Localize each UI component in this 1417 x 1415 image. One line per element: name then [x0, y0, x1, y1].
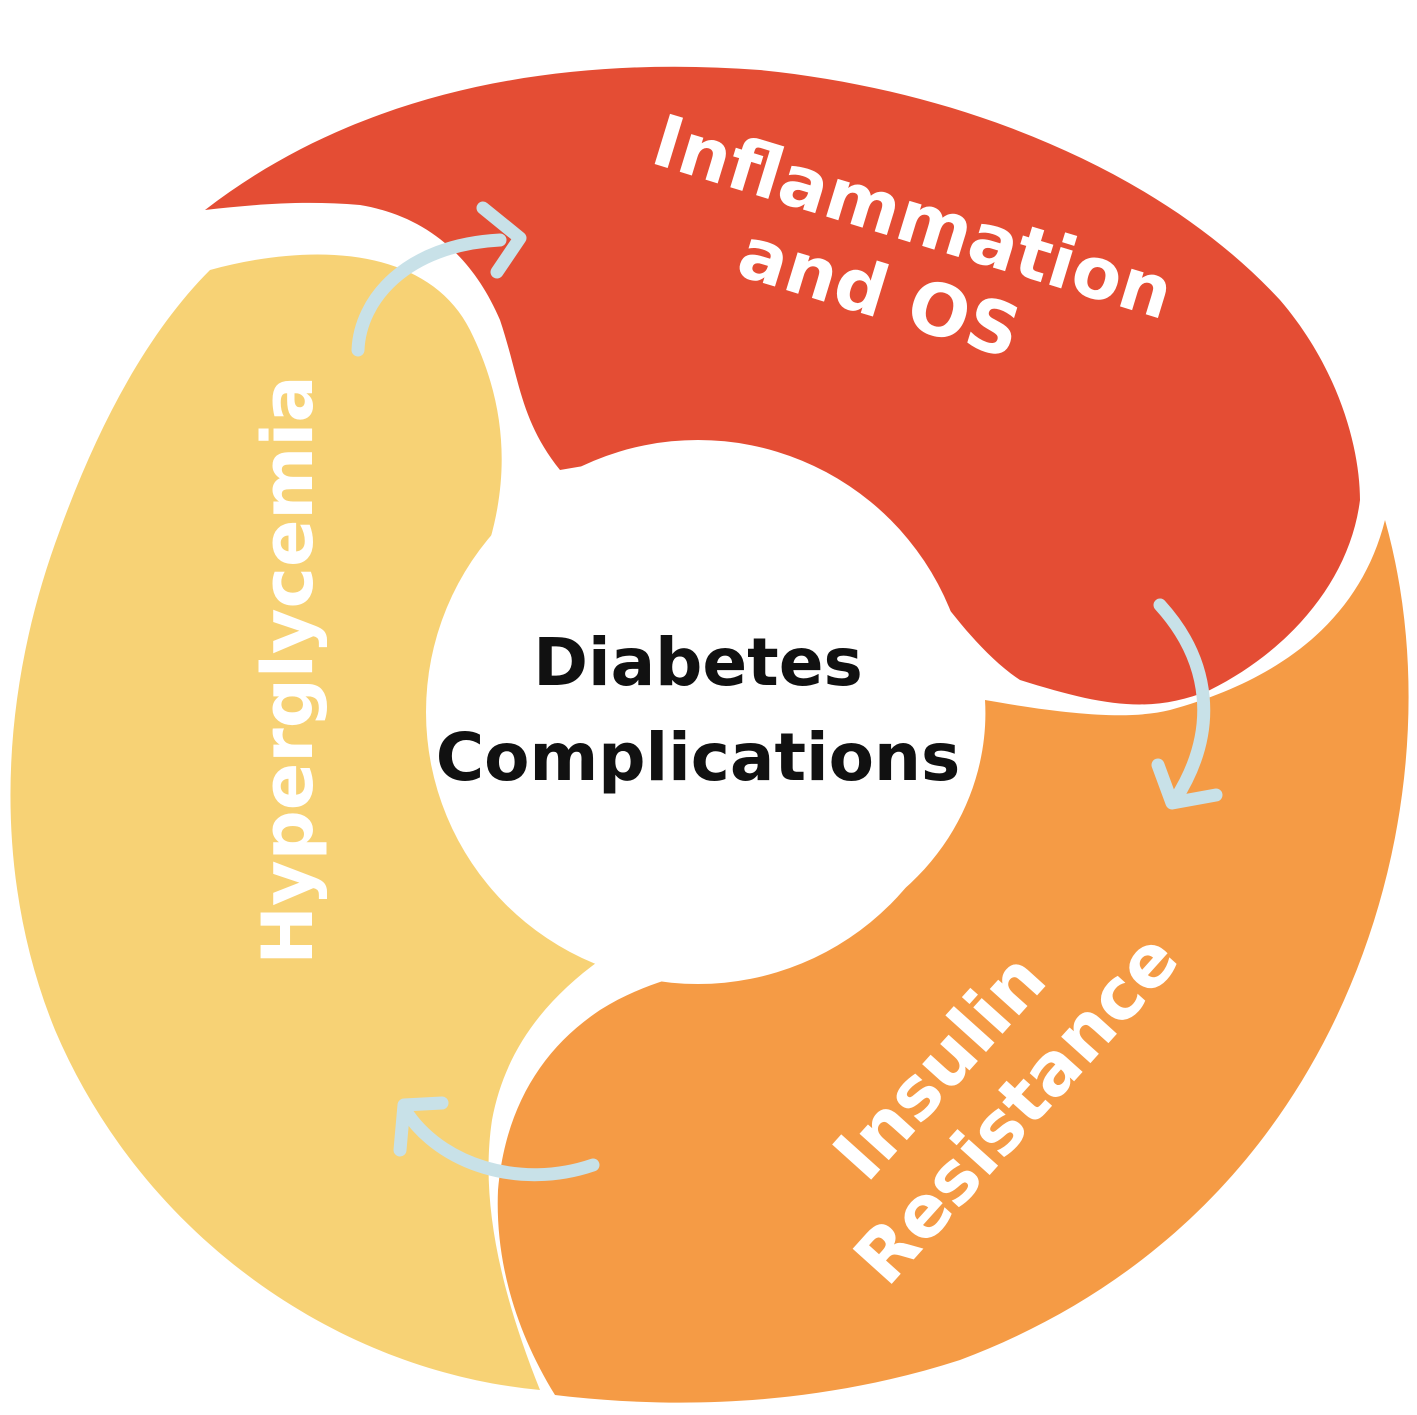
hyperglycemia-label: Hyperglycemia — [247, 375, 329, 964]
center-title-line1: Diabetes — [533, 624, 863, 701]
arrow-hyperglycemia-to-inflammation-icon — [351, 201, 527, 357]
hyperglycemia-label-line1: Hyperglycemia — [247, 375, 329, 964]
hyperglycemia-segment — [10, 254, 601, 1390]
center-title-line2: Complications — [436, 719, 961, 796]
center-circle — [426, 440, 970, 984]
arrow-insulin-to-hyperglycemia-icon — [393, 1096, 600, 1182]
inflammation-segment — [205, 66, 1360, 705]
insulin-segment — [497, 520, 1409, 1403]
arrow-inflammation-to-insulin-icon — [1151, 598, 1223, 810]
